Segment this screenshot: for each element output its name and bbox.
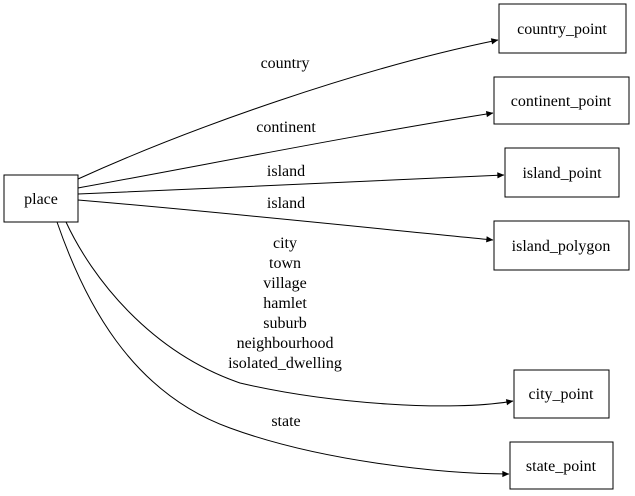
node-place-box [3,174,79,223]
edge-label-suburb: suburb [263,315,307,332]
node-city_point-label: city_point [529,386,594,403]
edge-place-continent_point: continent [77,110,494,189]
edge-line-continent [77,110,494,189]
node-continent_point-label: continent_point [511,93,612,110]
edge-label-island-point: island [267,163,305,180]
edge-line-country [77,38,499,180]
edge-line-city [65,221,514,407]
node-place: place [3,174,79,223]
node-continent_point-box [493,76,630,125]
edge-label-continent: continent [256,119,316,136]
node-place-label: place [24,191,58,208]
node-country_point-box [498,3,627,54]
edge-place-island_point: island [77,163,505,195]
edge-line-island-polygon [77,199,494,243]
node-country_point: country_point [498,3,627,54]
node-country_point-label: country_point [517,21,607,38]
edge-place-island_polygon: island [77,195,494,243]
edge-place-state_point: state [56,221,510,478]
edge-label-village: village [263,275,307,292]
node-island_polygon: island_polygon [493,220,630,271]
edge-place-country_point: country [77,38,499,180]
edge-label-town: town [269,255,301,272]
node-island_point: island_point [504,147,620,198]
node-state_point: state_point [509,441,614,490]
node-island_point-label: island_point [522,165,602,182]
edge-place-city_point: city town village hamlet suburb neighbou… [65,221,514,407]
node-state_point-label: state_point [526,458,597,475]
node-city_point: city_point [513,369,610,419]
node-island_polygon-label: island_polygon [512,238,611,255]
edge-line-state [56,221,510,478]
edge-label-hamlet: hamlet [263,295,307,312]
edge-label-neighbourhood: neighbourhood [237,335,334,352]
node-continent_point: continent_point [493,76,630,125]
node-island_point-box [504,147,620,198]
edge-label-island-polygon: island [267,195,305,212]
edge-label-country: country [261,55,310,72]
edge-line-island-point [77,172,505,195]
edge-label-state: state [271,413,300,430]
edge-label-isolated-dwelling: isolated_dwelling [228,355,342,372]
node-state_point-box [509,441,614,490]
node-island_polygon-box [493,220,630,271]
edge-label-city: city [273,235,297,252]
node-city_point-box [513,369,610,419]
